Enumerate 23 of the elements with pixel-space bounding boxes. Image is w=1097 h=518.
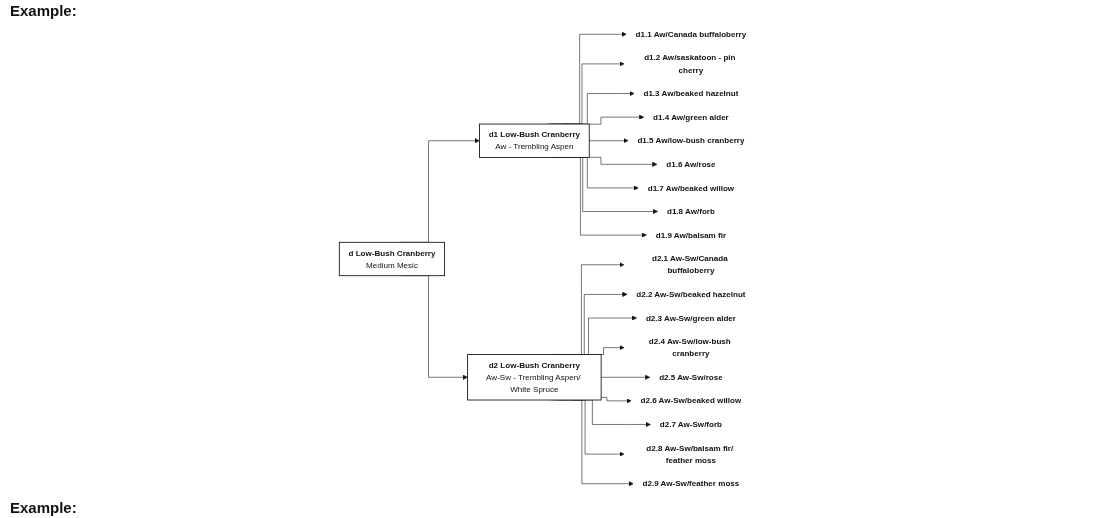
node-text: d2.4 Aw-Sw/low-bush cranberry	[648, 336, 731, 358]
node-text: d1.8 Aw/forb	[666, 206, 715, 216]
node-box: d2 Low-Bush Cranberry Aw-Sw - Trembling Aspen/ White Spruce	[467, 354, 602, 401]
node-text: d2.8 Aw-Sw/balsam fir/ feather moss	[646, 443, 734, 465]
node-text: d1.6 Aw/rose	[666, 159, 716, 169]
node-text: d2.5 Aw-Sw/rose	[659, 372, 723, 382]
node-text: d1.3 Aw/beaked hazelnut	[643, 88, 739, 98]
node-text: d1.1 Aw/Canada buffaloberry	[635, 29, 747, 39]
node-text: d1.9 Aw/balsam fir	[655, 230, 727, 240]
node-text: d2.6 Aw-Sw/beaked willow	[640, 395, 742, 406]
node-box: d1 Low-Bush Cranberry Aw - Trembling Aspen	[479, 123, 590, 158]
node-text: d2.2 Aw-Sw/beaked hazelnut	[636, 289, 746, 299]
example-heading: Example:	[10, 499, 78, 516]
node-text: d2.7 Aw-Sw/forb	[659, 419, 723, 429]
node-text: d1.7 Aw/beaked willow	[647, 183, 735, 193]
node-text: d2.3 Aw-Sw/green alder	[645, 313, 736, 323]
node-text: d1.5 Aw/low-bush cranberry	[637, 135, 745, 146]
node-box: d Low-Bush Cranberry Medium Mesic	[338, 241, 445, 277]
node-text: d2.9 Aw-Sw/feather moss	[642, 478, 740, 489]
example-heading: Example:	[10, 2, 78, 19]
node-text: d2.1 Aw-Sw/Canada buffaloberry	[651, 253, 728, 276]
node-text: d1.4 Aw/green alder	[653, 112, 729, 122]
node-text: d1.2 Aw/saskatoon - pin cherry	[644, 52, 736, 75]
